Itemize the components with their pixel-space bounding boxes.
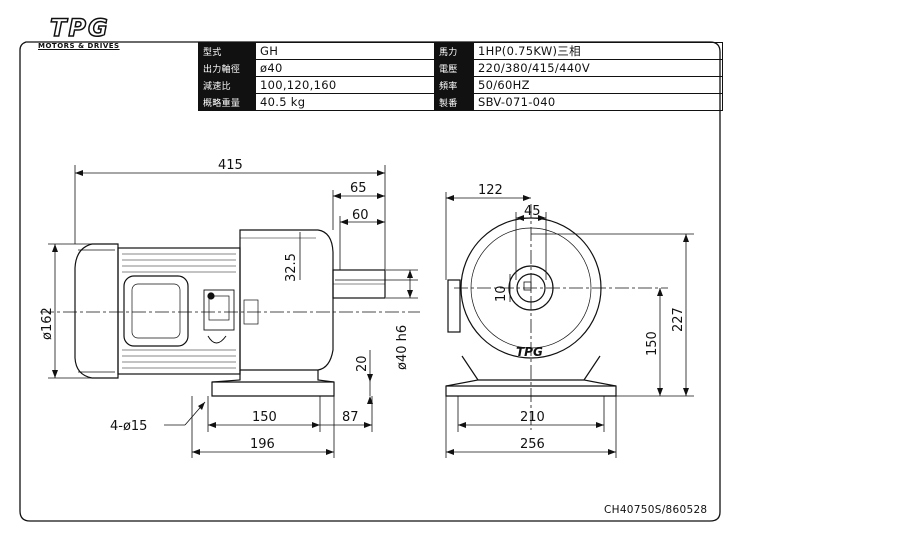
dim-overall-length: 415 — [218, 158, 243, 173]
front-nameplate-text: TPG — [516, 345, 543, 359]
spec-value: 100,120,160 — [255, 76, 435, 94]
spec-value-2: 1HP(0.75KW)三相 — [473, 42, 723, 60]
brand-logo: TPG — [49, 13, 110, 43]
spec-label: 型式 — [198, 42, 256, 60]
dim-base-span: 150 — [252, 410, 277, 425]
dim-key-width: 45 — [524, 204, 541, 219]
dim-base-total: 196 — [250, 437, 275, 452]
brand-tagline: MOTORS & DRIVES — [38, 42, 120, 50]
spec-row: 減速比 100,120,160 頻率 50/60HZ — [198, 76, 723, 94]
side-view — [40, 165, 420, 458]
dim-shaft-dia: ø40 h6 — [395, 325, 410, 370]
spec-value: GH — [255, 42, 435, 60]
dim-overall-height: 227 — [671, 307, 686, 332]
spec-value: ø40 — [255, 59, 435, 77]
spec-label: 減速比 — [198, 76, 256, 94]
dim-base-width: 256 — [520, 437, 545, 452]
dim-width-top: 122 — [478, 183, 503, 198]
dim-motor-dia: ø162 — [40, 307, 55, 340]
spec-row: 型式 GH 馬力 1HP(0.75KW)三相 — [198, 42, 723, 60]
dim-base-offset: 87 — [342, 410, 359, 425]
spec-table: 型式 GH 馬力 1HP(0.75KW)三相 出力軸徑 ø40 電壓 220/3… — [198, 42, 723, 111]
side-view-dimensions: 415 65 60 32.5 ø162 ø40 h6 20 150 87 196… — [40, 158, 410, 452]
dim-shaft-len-a: 65 — [350, 181, 367, 196]
spec-value-2: SBV-071-040 — [473, 93, 723, 111]
front-view: TPG — [445, 192, 694, 458]
spec-row: 概略重量 40.5 kg 製番 SBV-071-040 — [198, 93, 723, 111]
spec-label-2: 馬力 — [434, 42, 474, 60]
front-view-dimensions: 122 45 10 150 227 210 256 — [478, 183, 686, 452]
dim-base-height: 20 — [355, 355, 370, 372]
dim-center-height: 150 — [645, 331, 660, 356]
dim-base-hole-span: 210 — [520, 410, 545, 425]
spec-label-2: 製番 — [434, 93, 474, 111]
spec-label-2: 電壓 — [434, 59, 474, 77]
dim-shaft-height: 32.5 — [284, 253, 299, 282]
spec-label: 概略重量 — [198, 93, 256, 111]
spec-label: 出力軸徑 — [198, 59, 256, 77]
spec-row: 出力軸徑 ø40 電壓 220/380/415/440V — [198, 59, 723, 77]
dim-key-depth: 10 — [494, 285, 509, 302]
dim-holes: 4-ø15 — [110, 419, 147, 434]
spec-value-2: 50/60HZ — [473, 76, 723, 94]
drawing-number: CH40750S/860528 — [604, 504, 708, 516]
spec-value: 40.5 kg — [255, 93, 435, 111]
spec-value-2: 220/380/415/440V — [473, 59, 723, 77]
spec-label-2: 頻率 — [434, 76, 474, 94]
dim-shaft-len-b: 60 — [352, 208, 369, 223]
